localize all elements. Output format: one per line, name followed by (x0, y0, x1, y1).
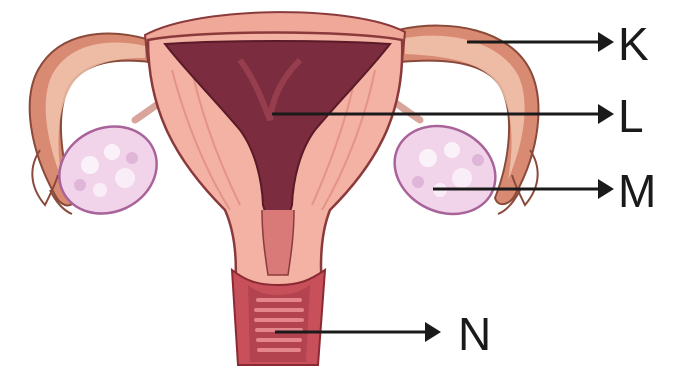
cervix (232, 270, 325, 365)
uterus (145, 12, 405, 290)
label-m: M (618, 165, 656, 217)
label-l: L (618, 90, 644, 142)
label-k: K (618, 18, 649, 70)
left-ovary (45, 111, 171, 229)
label-n: N (458, 308, 491, 360)
right-ovary (380, 110, 510, 230)
